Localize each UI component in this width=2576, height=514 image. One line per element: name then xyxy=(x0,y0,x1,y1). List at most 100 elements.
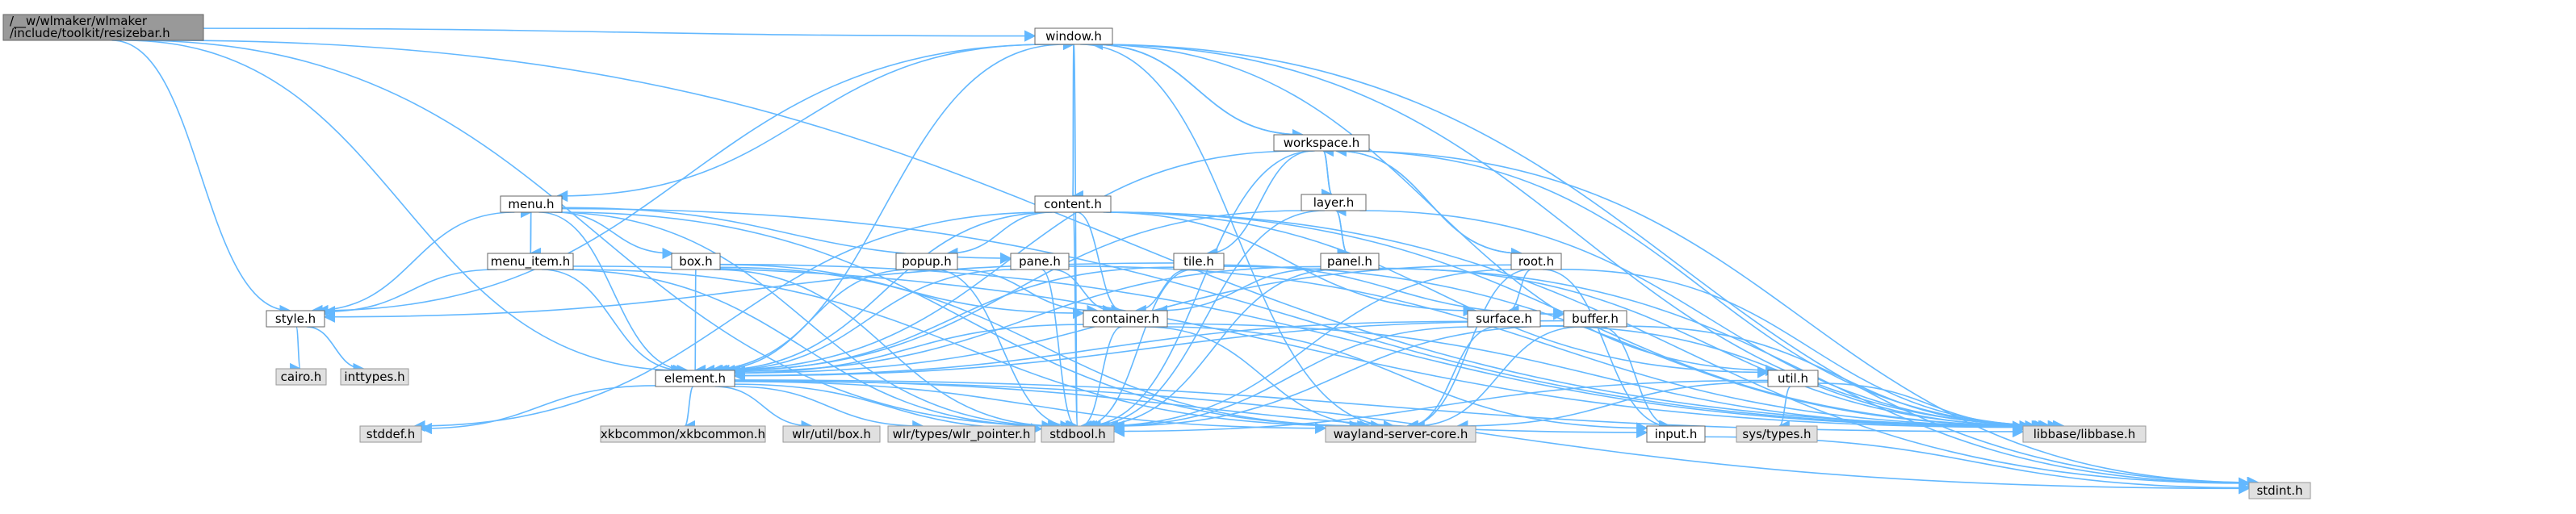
edge-popup-to-stdbool xyxy=(933,269,1072,433)
node-wlr-box: wlr/util/box.h xyxy=(782,425,881,443)
edge-window-to-menu xyxy=(555,44,1048,203)
edge-util-to-stdbool xyxy=(1112,379,1769,437)
edge-panel-to-element xyxy=(733,265,1322,378)
edge-window-to-libbase xyxy=(1094,44,2066,433)
node-label: surface.h xyxy=(1476,311,1532,326)
edge-element-to-stdint xyxy=(734,380,2251,495)
edge-util-to-systypes xyxy=(1778,386,1791,433)
node-label: cairo.h xyxy=(281,370,322,384)
node-wayland: wayland-server-core.h xyxy=(1325,425,1476,443)
edge-resizebar-to-element xyxy=(124,40,683,377)
node-box xyxy=(600,425,766,443)
node-window[interactable]: window.h xyxy=(1034,27,1113,45)
node-label: tile.h xyxy=(1183,254,1214,269)
dependency-edges xyxy=(111,27,2260,495)
node-label: pane.h xyxy=(1019,254,1061,269)
edge-buffer-to-input xyxy=(1600,326,1672,433)
node-label: wlr/util/box.h xyxy=(792,427,871,441)
node-box xyxy=(1273,134,1370,152)
node-box xyxy=(1034,27,1113,45)
edge-workspace-to-stdbool xyxy=(1083,150,1315,433)
node-box xyxy=(1083,310,1168,328)
edge-panel-to-layer xyxy=(1334,204,1349,254)
edge-menu-to-element xyxy=(538,211,689,377)
edge-workspace-to-libbase xyxy=(1342,150,2065,433)
node-box xyxy=(359,425,422,443)
edge-content-to-element xyxy=(711,211,1056,377)
node-stdint: stdint.h xyxy=(2248,482,2311,499)
node-menu-item[interactable]: menu_item.h xyxy=(487,253,574,270)
node-tile[interactable]: tile.h xyxy=(1173,253,1225,270)
node-box xyxy=(1320,253,1380,270)
edge-box-to-libbase xyxy=(719,263,2025,433)
edge-window-to-stdint xyxy=(1095,44,2260,489)
node-label: libbase/libbase.h xyxy=(2034,427,2136,441)
edge-pane-to-container xyxy=(1051,269,1115,317)
node-input[interactable]: input.h xyxy=(1646,425,1706,443)
edge-style-to-cairo xyxy=(289,326,302,374)
edge-element-to-wlr_box xyxy=(714,386,813,433)
edge-content-to-util xyxy=(1106,211,1770,378)
node-box xyxy=(340,368,409,386)
edge-surface-to-element xyxy=(733,320,1468,382)
node-root[interactable]: root.h xyxy=(1510,253,1562,270)
edge-root-to-surface xyxy=(1507,269,1532,317)
node-menu[interactable]: menu.h xyxy=(500,195,563,213)
node-popup[interactable]: popup.h xyxy=(895,253,958,270)
node-layer[interactable]: layer.h xyxy=(1301,194,1367,211)
edge-window-to-wayland xyxy=(1080,44,1396,433)
file-nodes: /__w/wlmaker/wlmaker/include/toolkit/res… xyxy=(2,14,2311,499)
node-label: stdbool.h xyxy=(1049,427,1106,441)
node-pane[interactable]: pane.h xyxy=(1010,253,1070,270)
node-surface[interactable]: surface.h xyxy=(1467,310,1541,328)
node-buffer[interactable]: buffer.h xyxy=(1563,310,1627,328)
node-label: sys/types.h xyxy=(1742,427,1811,441)
node-label: panel.h xyxy=(1327,254,1372,269)
edge-resizebar-to-window xyxy=(203,27,1037,42)
node-workspace[interactable]: workspace.h xyxy=(1273,134,1370,152)
edge-menu_item-to-style xyxy=(323,269,498,318)
edge-content-to-popup xyxy=(946,211,1053,260)
node-wlr-pointer: wlr/types/wlr_pointer.h xyxy=(887,425,1036,443)
edge-menu-to-box xyxy=(554,211,674,260)
node-container[interactable]: container.h xyxy=(1083,310,1168,328)
edge-element-to-libbase xyxy=(734,379,2025,438)
node-box xyxy=(500,195,563,213)
node-box xyxy=(275,368,327,386)
edge-box-to-wayland xyxy=(719,266,1369,433)
node-label: wlr/types/wlr_pointer.h xyxy=(893,427,1031,442)
node-label: inttypes.h xyxy=(344,370,404,384)
edge-element-to-wlr_pointer xyxy=(733,386,924,433)
node-label: stdint.h xyxy=(2256,483,2302,498)
edge-content-to-window xyxy=(1062,43,1075,197)
node-box xyxy=(1646,425,1706,443)
edge-resizebar-to-libbase xyxy=(165,40,2046,433)
node-label: style.h xyxy=(275,311,316,326)
edge-layer-to-workspace xyxy=(1322,144,1334,195)
edge-content-to-stdint xyxy=(1107,211,2251,490)
node-label: container.h xyxy=(1091,311,1159,326)
edge-menu-to-stdbool xyxy=(550,211,1060,433)
node-element[interactable]: element.h xyxy=(655,370,735,387)
edge-style-to-inttypes xyxy=(306,326,365,375)
node-box xyxy=(487,253,574,270)
node-panel[interactable]: panel.h xyxy=(1320,253,1380,270)
node-box[interactable]: box.h xyxy=(671,253,721,270)
node-resizebar: /__w/wlmaker/wlmaker/include/toolkit/res… xyxy=(2,14,204,41)
node-style[interactable]: style.h xyxy=(266,310,325,328)
edge-pane-to-element xyxy=(718,269,1016,377)
node-label: stddef.h xyxy=(367,427,415,441)
edge-resizebar-to-style xyxy=(111,40,291,317)
node-box xyxy=(266,310,325,328)
node-util[interactable]: util.h xyxy=(1767,370,1819,387)
node-label: buffer.h xyxy=(1572,311,1619,326)
edge-menu_item-to-menu xyxy=(520,207,533,254)
node-box xyxy=(2022,425,2147,443)
edge-container-to-element xyxy=(733,324,1084,379)
edge-layer-to-libbase xyxy=(1359,210,2060,433)
edge-window-to-style xyxy=(316,44,1052,317)
node-content[interactable]: content.h xyxy=(1034,195,1112,213)
node-box xyxy=(1767,370,1819,387)
edge-tile-to-stdbool xyxy=(1082,269,1193,433)
edge-tile-to-container xyxy=(1134,269,1189,317)
